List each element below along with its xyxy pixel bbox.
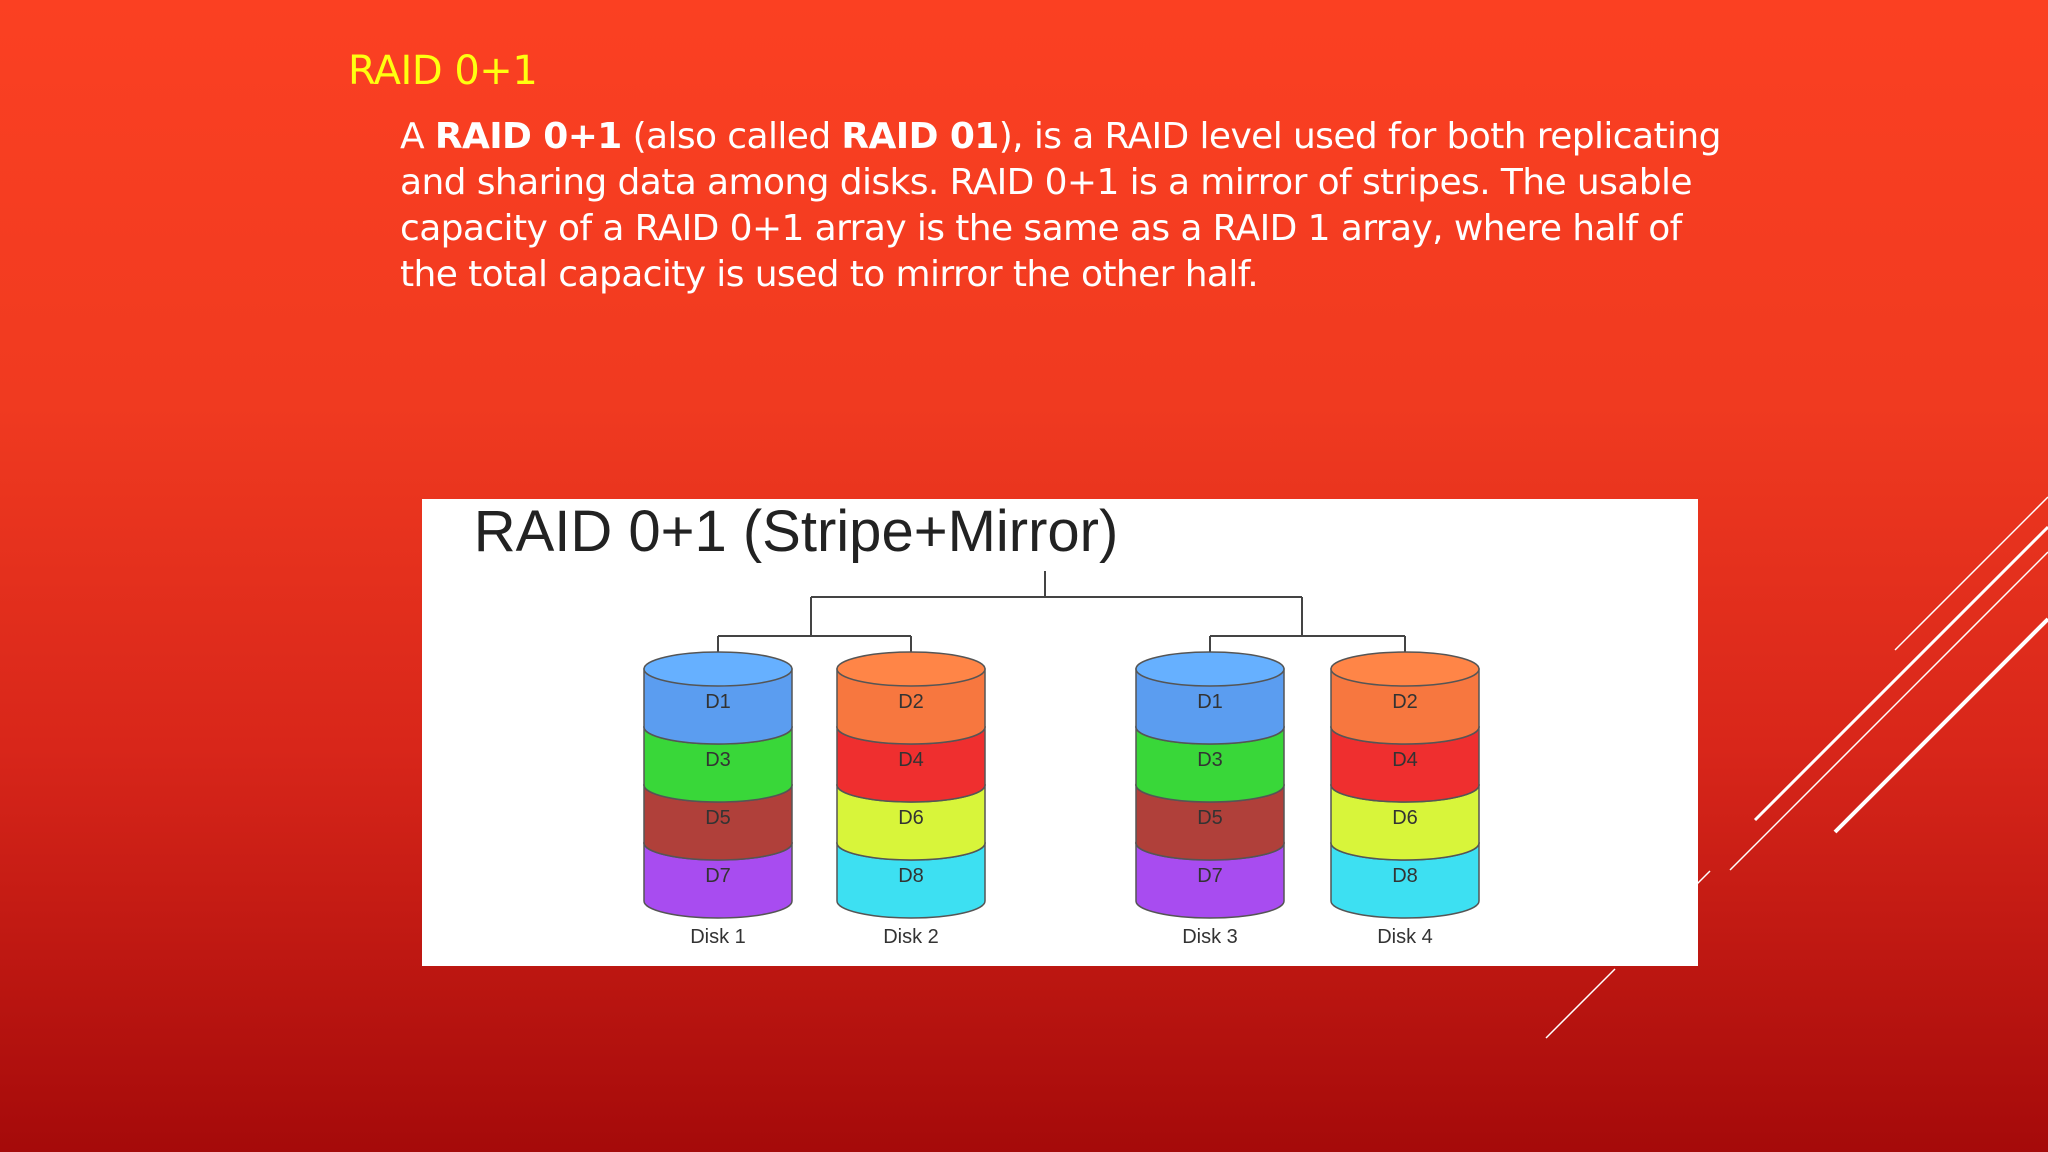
disk-label: Disk 3 [1182,926,1238,948]
disk-segment-label: D4 [898,749,924,771]
body-bold-term: RAID 0+1 [434,116,622,157]
disk-segment-body [1330,784,1480,861]
diagram-title: RAID 0+1 (Stripe+Mirror) [474,499,1119,564]
disk-segment-label: D7 [705,865,731,887]
disk-segment-body [1135,726,1285,803]
disk-segment-body [836,726,986,803]
disk-segment-label: D5 [705,807,731,829]
disk-segment-top [643,651,793,687]
tree-connectors [717,571,1406,667]
body-text-segment: ), is a RAID level used for both replica… [400,116,1721,295]
disk-segment-label: D5 [1197,807,1223,829]
body-bold-term: RAID 01 [841,116,999,157]
disk-segment-label: D2 [898,691,924,713]
deco-line [1894,496,2048,651]
disk-segment-label: D1 [705,691,731,713]
disk-segment-body [836,842,986,919]
disk-segment-label: D2 [1392,691,1418,713]
disk-segment-body [643,784,793,861]
disk-segment-top [836,651,986,687]
disk-segment-label: D4 [1392,749,1418,771]
disk-label: Disk 2 [883,926,939,948]
disk-segment-body [836,784,986,861]
deco-line [1753,525,2048,822]
disk-segment-body [1330,842,1480,919]
disk-label: Disk 4 [1377,926,1433,948]
disk-segment-body [643,842,793,919]
disk-segment-label: D7 [1197,865,1223,887]
slide-title: RAID 0+1 [348,48,538,94]
disk-segment-body [1135,842,1285,919]
disk-segment-body [1135,668,1285,745]
body-text-segment: A [400,116,435,157]
body-text-segment: (also called [621,116,842,157]
disk-segment-body [1330,668,1480,745]
disk-segment-top [1330,651,1480,687]
disk-segment-label: D3 [705,749,731,771]
disk-label: Disk 1 [690,926,746,948]
disk-segment-label: D8 [1392,865,1418,887]
deco-line [1696,870,1711,885]
disk-segment-label: D3 [1197,749,1223,771]
disk-segment-label: D8 [898,865,924,887]
deco-line [1833,617,2048,834]
disk-segment-top [1135,651,1285,687]
disk-segment-body [643,668,793,745]
deco-line [1729,551,2048,871]
disk-segment-body [643,726,793,803]
disk-segment-label: D6 [898,807,924,829]
disk-segment-body [836,668,986,745]
disk-segment-body [1135,784,1285,861]
disk-segment-body [1330,726,1480,803]
disk-segment-label: D6 [1392,807,1418,829]
deco-line [1545,968,1616,1039]
disk-segment-label: D1 [1197,691,1223,713]
body-paragraph: A RAID 0+1 (also called RAID 01), is a R… [400,114,1740,298]
